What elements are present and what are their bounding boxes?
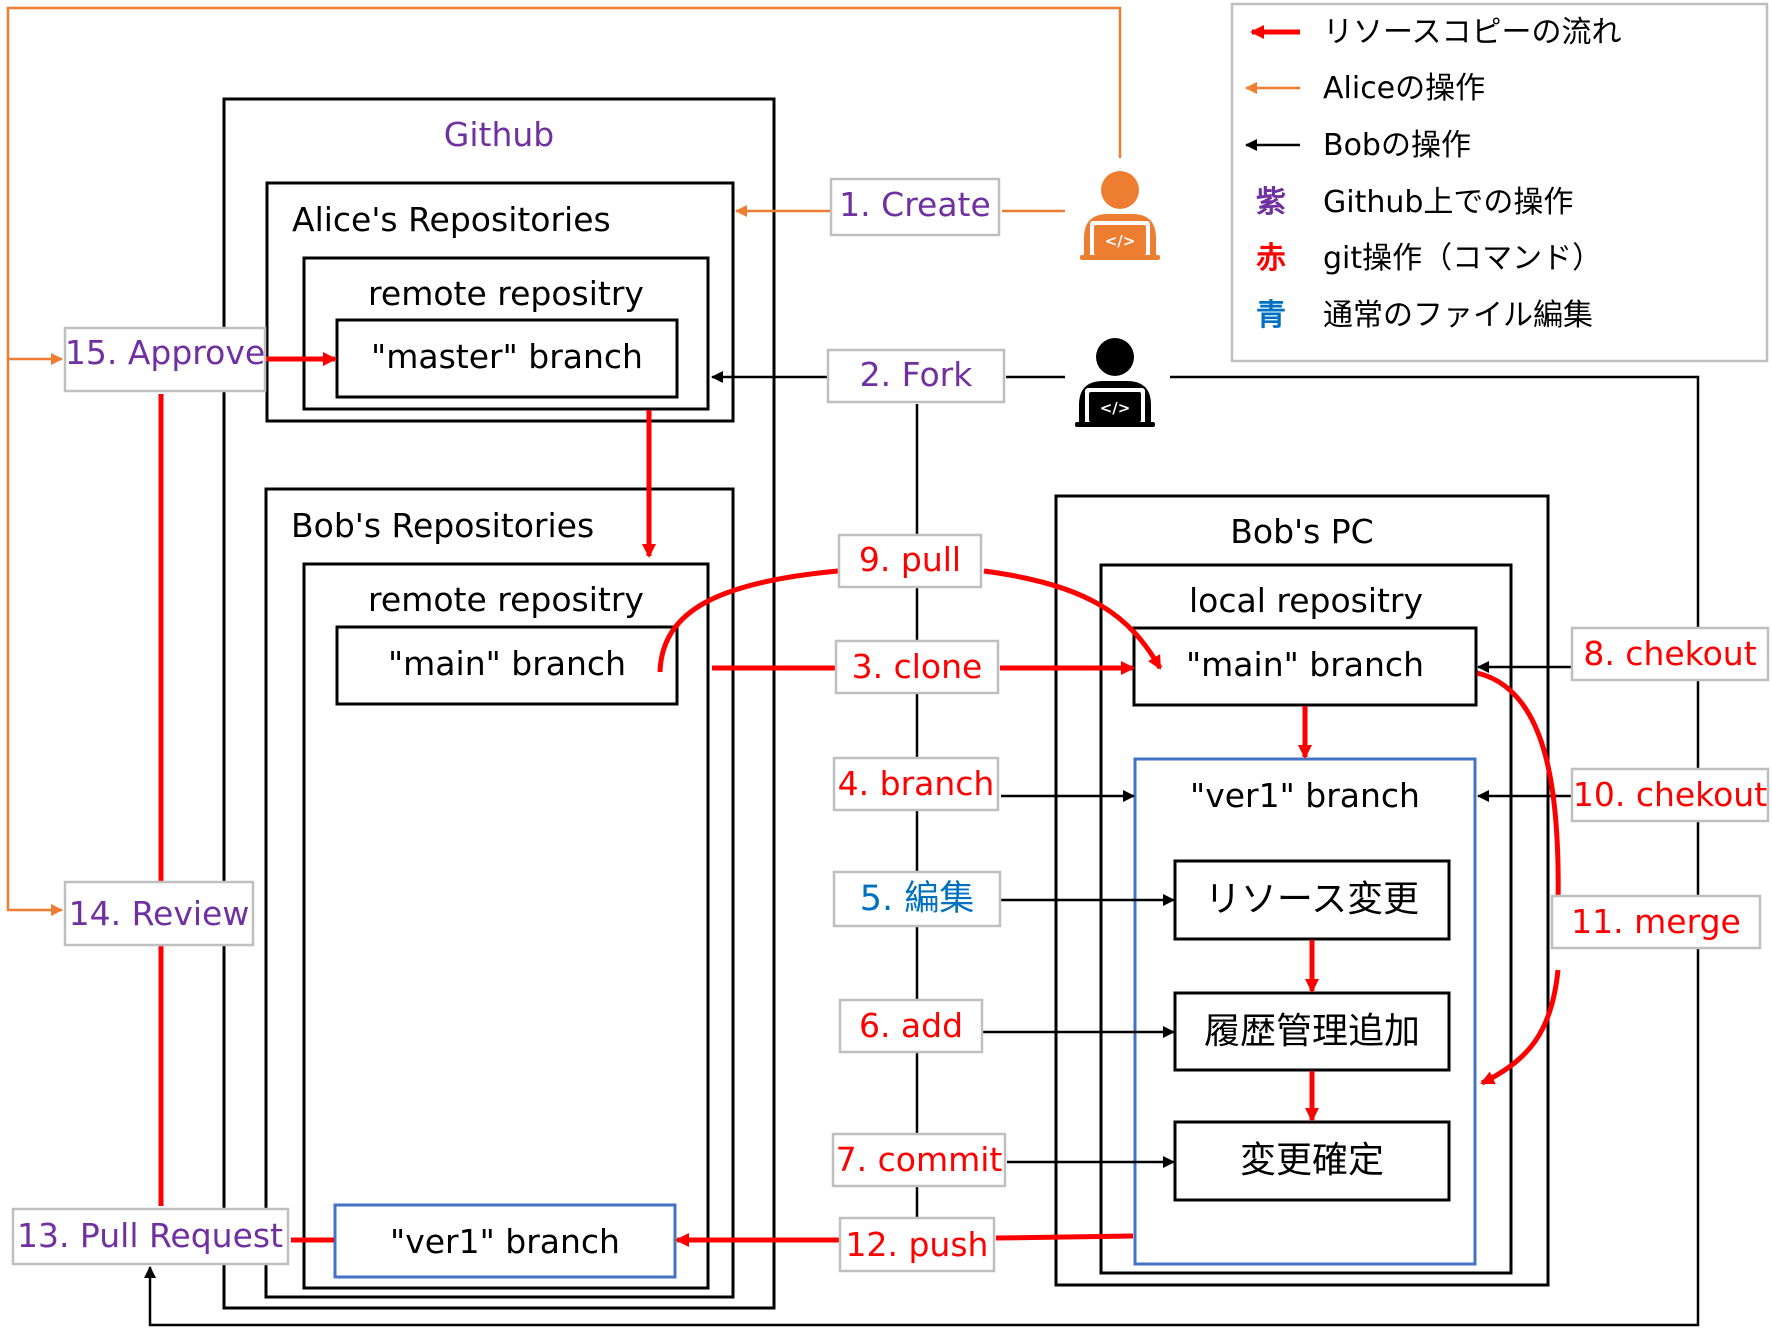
legend-purple: 紫 Github上での操作 (1256, 185, 1573, 220)
step-review-label: 14. Review (63, 880, 255, 947)
svg-text:リソースコピーの流れ: リソースコピーの流れ (1323, 15, 1622, 50)
legend-resource-copy: リソースコピーの流れ (1250, 15, 1622, 50)
local-repository-label: local repositry (1189, 581, 1423, 620)
svg-text:青: 青 (1256, 298, 1286, 333)
alice-remote-repository-label: remote repositry (368, 274, 644, 313)
alice-remote-repository-box: remote repositry (302, 256, 710, 411)
bob-repositories-box: Bob's Repositories (264, 487, 735, 1299)
alice-flow-lines (6, 6, 1122, 916)
local-main-branch: "main" branch (1132, 626, 1478, 707)
step-clone-label: 3. clone (834, 639, 1000, 695)
bob-remote-ver1-branch: "ver1" branch (333, 1203, 677, 1279)
svg-text:Aliceの操作: Aliceの操作 (1323, 71, 1485, 106)
step-merge-label: 11. merge (1550, 894, 1762, 950)
local-ver1-branch-label: "ver1" branch (1190, 776, 1420, 815)
alice-master-branch-label: "master" branch (371, 337, 643, 376)
svg-text:3. clone: 3. clone (852, 647, 983, 686)
svg-text:1. Create: 1. Create (839, 185, 991, 224)
legend-red: 赤 git操作（コマンド） (1256, 241, 1602, 276)
svg-text:git操作（コマンド）: git操作（コマンド） (1323, 241, 1602, 276)
bob-remote-main-branch-label: "main" branch (388, 644, 626, 683)
svg-text:9. pull: 9. pull (859, 540, 961, 579)
step-pull-label: 9. pull (837, 533, 983, 589)
alice-master-branch: "master" branch (335, 318, 679, 399)
step-create-label: 1. Create (829, 177, 1001, 237)
legend: リソースコピーの流れ Aliceの操作 Bobの操作 紫 Github上での操作… (1230, 2, 1769, 363)
local-main-branch-label: "main" branch (1186, 645, 1424, 684)
svg-text:</>: </> (1100, 399, 1131, 417)
svg-text:12. push: 12. push (846, 1225, 989, 1264)
local-ver1-branch: "ver1" branch (1133, 757, 1477, 1266)
step-branch-label: 4. branch (832, 756, 1000, 812)
svg-text:6. add: 6. add (859, 1006, 963, 1045)
bob-remote-repository-label: remote repositry (368, 580, 644, 619)
bob-pc-label: Bob's PC (1230, 512, 1373, 551)
step-approve-label: 15. Approve (63, 326, 267, 393)
resource-change-box: リソース変更 (1173, 859, 1451, 941)
step-checkout10-label: 10. chekout (1570, 767, 1770, 823)
svg-text:10. chekout: 10. chekout (1573, 775, 1767, 814)
bob-pc-container: Bob's PC (1054, 494, 1550, 1287)
alice-developer-icon: </> (1080, 171, 1160, 260)
svg-text:5. 編集: 5. 編集 (860, 879, 975, 919)
change-commit-label: 変更確定 (1240, 1140, 1384, 1181)
history-add-box: 履歴管理追加 (1173, 991, 1451, 1072)
resource-change-label: リソース変更 (1205, 879, 1419, 920)
bob-remote-repository-box: remote repositry (302, 562, 710, 1290)
alice-repositories-label: Alice's Repositories (292, 200, 611, 239)
change-commit-box: 変更確定 (1173, 1120, 1451, 1202)
legend-blue: 青 通常のファイル編集 (1256, 298, 1593, 333)
svg-text:Bobの操作: Bobの操作 (1323, 128, 1471, 163)
github-container: Github (222, 97, 776, 1310)
local-repository-box: local repositry (1099, 563, 1513, 1275)
step-push-label: 12. push (838, 1216, 996, 1273)
svg-text:4. branch: 4. branch (838, 764, 995, 803)
resource-copy-lines (158, 352, 1561, 1247)
legend-alice-ops: Aliceの操作 (1245, 71, 1485, 106)
svg-text:赤: 赤 (1256, 241, 1286, 276)
step-checkout8-label: 8. chekout (1570, 626, 1770, 682)
svg-text:11. merge: 11. merge (1571, 902, 1741, 941)
github-label: Github (444, 115, 554, 154)
svg-text:2. Fork: 2. Fork (860, 355, 974, 394)
svg-text:8. chekout: 8. chekout (1583, 634, 1756, 673)
svg-text:</>: </> (1105, 232, 1136, 250)
svg-text:7. commit: 7. commit (836, 1140, 1003, 1179)
step-pull-request-label: 13. Pull Request (11, 1207, 290, 1266)
step-add-label: 6. add (838, 998, 984, 1054)
step-commit-label: 7. commit (831, 1132, 1007, 1188)
svg-text:通常のファイル編集: 通常のファイル編集 (1323, 298, 1593, 333)
bob-repositories-label: Bob's Repositories (291, 506, 594, 545)
svg-text:紫: 紫 (1256, 185, 1286, 220)
svg-text:15. Approve: 15. Approve (65, 333, 265, 372)
legend-bob-ops: Bobの操作 (1245, 128, 1471, 163)
alice-repositories-box: Alice's Repositories (265, 181, 735, 423)
step-edit-label: 5. 編集 (832, 870, 1002, 928)
svg-text:13. Pull Request: 13. Pull Request (17, 1216, 283, 1255)
history-add-label: 履歴管理追加 (1204, 1011, 1420, 1052)
bob-remote-ver1-branch-label: "ver1" branch (390, 1222, 620, 1261)
bob-developer-icon: </> (1075, 338, 1155, 427)
svg-text:Github上での操作: Github上での操作 (1323, 185, 1573, 220)
step-fork-label: 2. Fork (826, 348, 1006, 404)
svg-text:14. Review: 14. Review (69, 894, 250, 933)
bob-remote-main-branch: "main" branch (335, 625, 679, 706)
